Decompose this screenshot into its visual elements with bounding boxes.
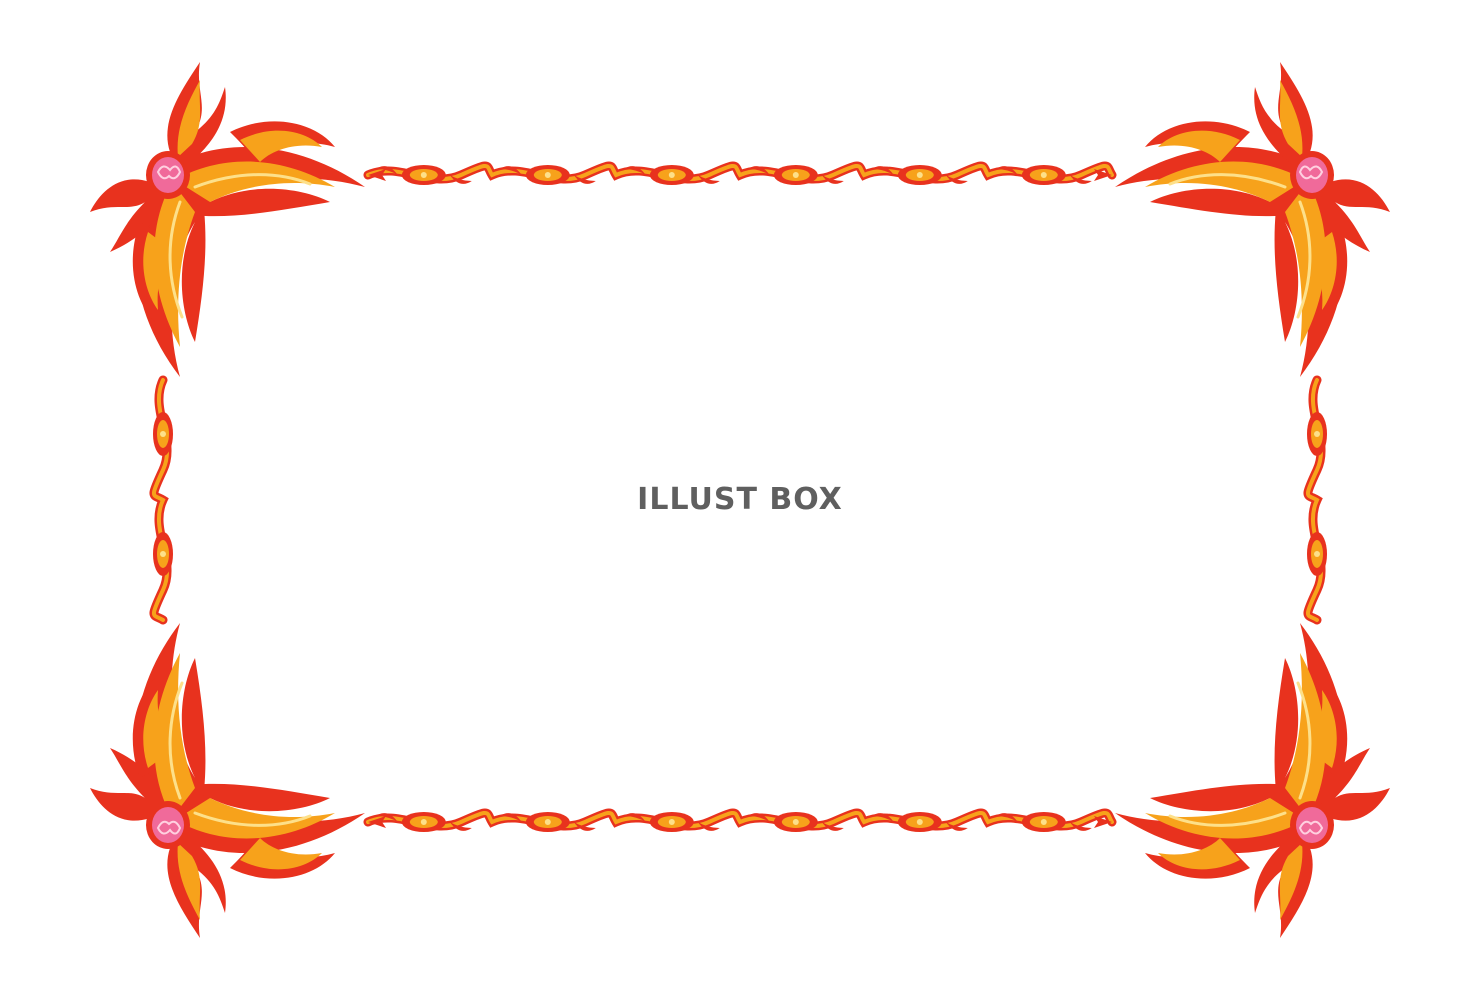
pink-gem-icon [1290,801,1334,849]
vine-knot-icon [995,812,1092,832]
vine-knot-icon [499,165,596,185]
flame-corner-icon [90,623,365,938]
vine-knot-icon [747,812,844,832]
pink-gem-icon [1290,151,1334,199]
vine-knot-icon [871,165,968,185]
vine-knot-icon [153,532,173,576]
vine-knot-icon [1307,412,1327,456]
vine-knot-icon [375,812,472,832]
vine-knot-icon [747,165,844,185]
left-vine-border [149,375,173,625]
flame-corner-icon [90,62,365,377]
vine-knot-icon [375,165,472,185]
right-vine-border [1303,375,1327,625]
flame-corner-icon [1115,62,1390,377]
pink-gem-icon [146,151,190,199]
vine-knot-icon [623,165,720,185]
watermark-text: ILLUST BOX [637,482,843,517]
vine-knot-icon [153,412,173,456]
pink-gem-icon [146,801,190,849]
top-vine-border [363,161,1117,185]
vine-knot-icon [871,812,968,832]
vine-knot-icon [1307,532,1327,576]
vine-knot-icon [499,812,596,832]
vine-knot-icon [995,165,1092,185]
bottom-vine-border [363,808,1117,832]
vine-knot-icon [623,812,720,832]
flame-corner-icon [1115,623,1390,938]
